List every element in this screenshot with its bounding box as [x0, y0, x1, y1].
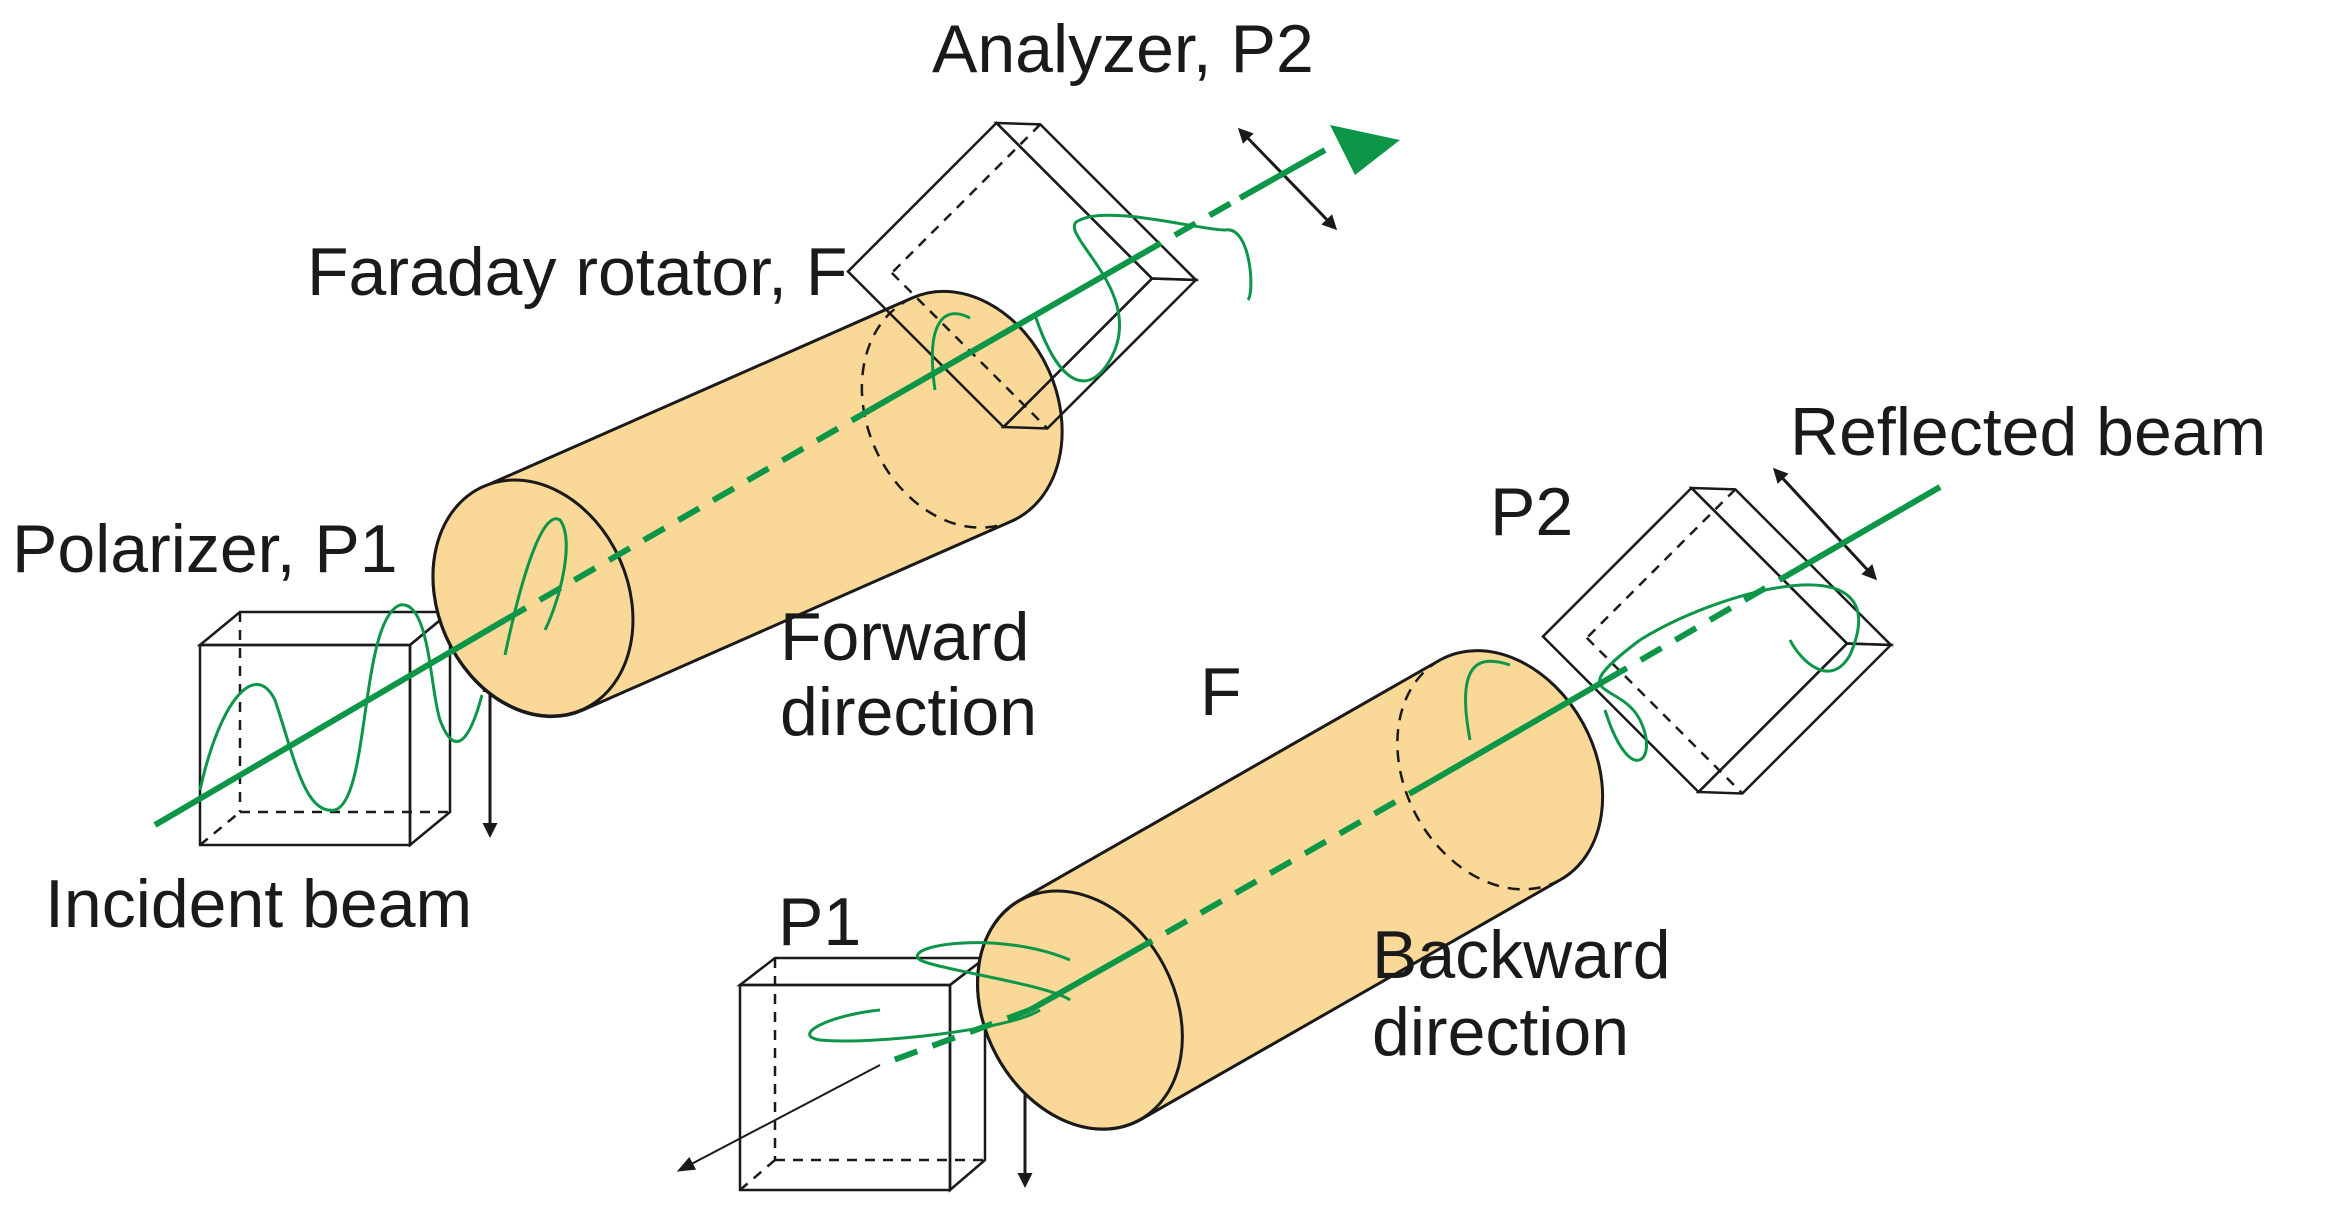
incident-beam-label: Incident beam [45, 866, 472, 942]
faraday-rotator-cylinder [431, 289, 1064, 719]
lower-faraday-rotator-cylinder [975, 649, 1605, 1131]
blocked-beam-arrow [676, 1064, 881, 1172]
forward-wave [198, 213, 1253, 812]
lower-p1-label: P1 [778, 884, 861, 960]
lower-p2-label: P2 [1490, 474, 1573, 550]
reflected-beam-label: Reflected beam [1790, 394, 2266, 470]
polarizer-label: Polarizer, P1 [12, 511, 398, 587]
analyzer-p2-cube [846, 121, 1199, 430]
faraday-rotator-label: Faraday rotator, F [307, 234, 847, 310]
backward-wave [808, 583, 1860, 1043]
forward-direction-label-line1: Forward [780, 599, 1029, 675]
forward-beam-arrowhead [1330, 125, 1400, 175]
analyzer-polarization-arrow [1237, 127, 1338, 231]
forward-beam [153, 147, 1327, 828]
lower-faraday-label: F [1200, 654, 1242, 730]
reflected-beam [878, 484, 1942, 1068]
forward-direction-label-line2: direction [780, 674, 1037, 750]
backward-direction-label-line2: direction [1372, 994, 1629, 1070]
backward-direction-label-line1: Backward [1372, 917, 1671, 993]
analyzer-label: Analyzer, P2 [932, 11, 1314, 87]
lower-analyzer-polarization-arrow [1772, 467, 1878, 581]
